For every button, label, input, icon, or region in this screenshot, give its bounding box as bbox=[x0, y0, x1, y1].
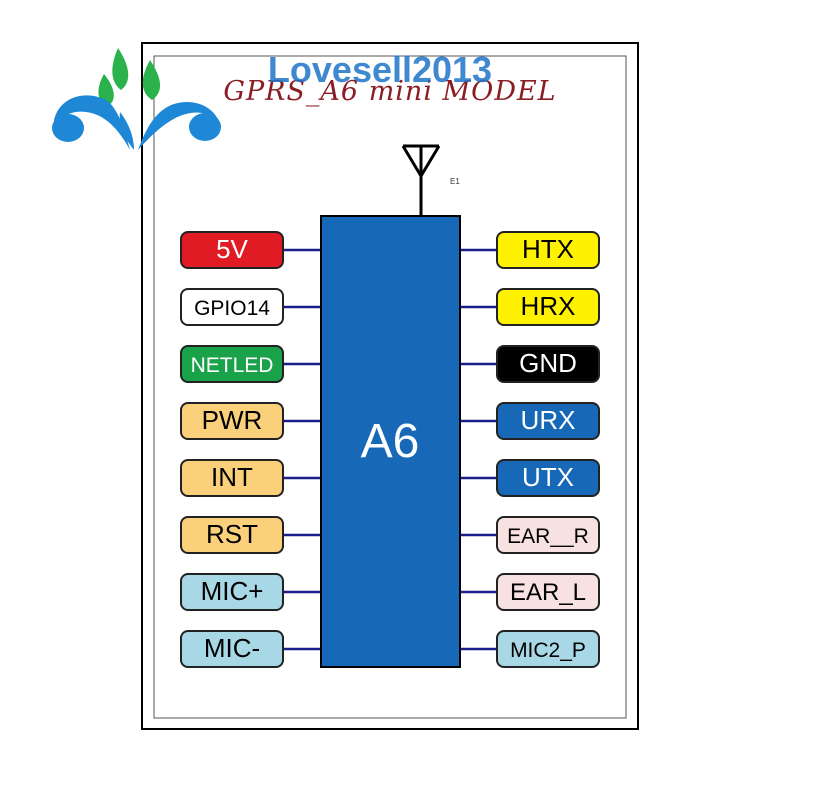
pin-box bbox=[180, 630, 284, 668]
pin-box bbox=[180, 288, 284, 326]
pin-wires bbox=[283, 248, 497, 651]
chip-body bbox=[320, 215, 461, 668]
pin-box bbox=[180, 573, 284, 611]
pin-mic: MIC- bbox=[180, 630, 284, 668]
pin-label: 5V bbox=[216, 234, 248, 264]
inner-frame bbox=[153, 55, 627, 719]
antenna-icon bbox=[401, 144, 441, 216]
pin-urx: URX bbox=[496, 402, 600, 440]
pin-label: NETLED bbox=[191, 354, 274, 377]
antenna-label: E1 bbox=[450, 177, 460, 186]
pin-pwr: PWR bbox=[180, 402, 284, 440]
pin-label: GND bbox=[519, 348, 577, 378]
pin-box bbox=[496, 516, 600, 554]
pin-label: INT bbox=[211, 462, 253, 492]
pin-box bbox=[180, 231, 284, 269]
pin-utx: UTX bbox=[496, 459, 600, 497]
pin-label: EAR__R bbox=[507, 525, 589, 548]
pin-hrx: HRX bbox=[496, 288, 600, 326]
pin-gnd: GND bbox=[496, 345, 600, 383]
pin-ear-r: EAR__R bbox=[496, 516, 600, 554]
pin-gpio14: GPIO14 bbox=[180, 288, 284, 326]
pin-netled: NETLED bbox=[180, 345, 284, 383]
pin-box bbox=[496, 573, 600, 611]
pin-label: URX bbox=[521, 405, 576, 435]
pin-box bbox=[180, 345, 284, 383]
pin-label: MIC+ bbox=[201, 576, 264, 606]
pin-box bbox=[496, 288, 600, 326]
pin-box bbox=[180, 402, 284, 440]
pin-box bbox=[496, 231, 600, 269]
pin-rst: RST bbox=[180, 516, 284, 554]
pin-box bbox=[180, 459, 284, 497]
pin-htx: HTX bbox=[496, 231, 600, 269]
watermark-logo-icon bbox=[52, 48, 221, 150]
pin-label: MIC- bbox=[204, 633, 260, 663]
pin-label: EAR_L bbox=[510, 579, 586, 606]
pin-label: HTX bbox=[522, 234, 574, 264]
pin-label: GPIO14 bbox=[194, 297, 270, 320]
pin-label: HRX bbox=[521, 291, 576, 321]
diagram-title: GPRS_A6 mini MODEL bbox=[223, 76, 556, 107]
pin-ear-l: EAR_L bbox=[496, 573, 600, 611]
pin-label: UTX bbox=[522, 462, 574, 492]
pin-box bbox=[496, 459, 600, 497]
pin-box bbox=[180, 516, 284, 554]
pin-label: PWR bbox=[202, 405, 263, 435]
chip-label: A6 bbox=[361, 415, 420, 468]
pin-mic2-p: MIC2_P bbox=[496, 630, 600, 668]
right-pin-column: HTX HRX GND URX UTX EAR__R EAR_L MIC2_P bbox=[496, 231, 600, 668]
pin-5v: 5V bbox=[180, 231, 284, 269]
pin-box bbox=[496, 345, 600, 383]
pin-label: RST bbox=[206, 519, 258, 549]
pin-label: MIC2_P bbox=[510, 639, 586, 662]
pin-box bbox=[496, 630, 600, 668]
pin-micplus: MIC+ bbox=[180, 573, 284, 611]
watermark-text: Lovesell2013 bbox=[268, 49, 492, 90]
pin-box bbox=[496, 402, 600, 440]
pin-int: INT bbox=[180, 459, 284, 497]
